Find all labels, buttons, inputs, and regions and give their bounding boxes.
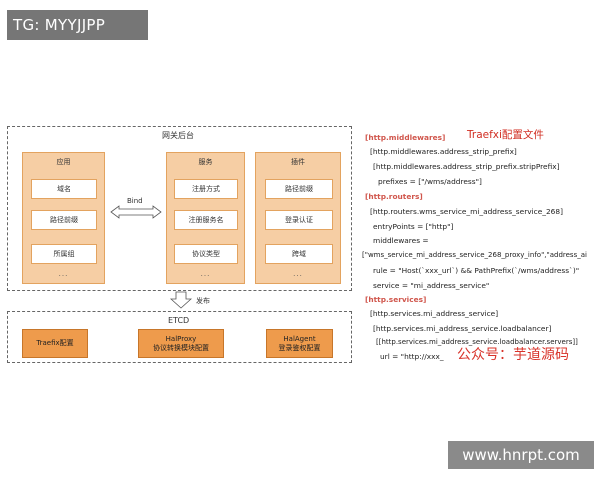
app-more: ...	[58, 270, 69, 278]
bind-label: Bind	[127, 197, 143, 205]
panel-app-title: 应用	[56, 158, 71, 166]
etcd-title: ETCD	[168, 316, 190, 325]
config-line-rt3: middlewares =	[373, 236, 429, 245]
watermark-bottom-right: www.hnrpt.com	[448, 441, 594, 469]
config-line-mw1: [http.middlewares.address_strip_prefix]	[370, 147, 517, 156]
config-line-mw2: [http.middlewares.address_strip_prefix.s…	[373, 162, 560, 171]
panel-plugin-title: 插件	[291, 158, 305, 166]
config-title: Traefxi配置文件	[467, 129, 544, 141]
config-line-sv2: [http.services.mi_address_service.loadba…	[373, 324, 552, 333]
plugin-item-cors: 跨域	[265, 244, 333, 264]
panel-plugin: 插件 路径前缀 登录认证 跨域 ...	[255, 152, 341, 284]
etcd-box-halagent-line1: HalAgent	[283, 334, 316, 343]
config-line-rt1: [http.routers.wms_service_mi_address_ser…	[370, 207, 563, 216]
config-line-rt5: rule = "Host(`xxx_url`) && PathPrefix(`/…	[373, 266, 580, 275]
wechat-stamp: 公众号：芋道源码	[457, 347, 569, 363]
config-line-sv1: [http.services.mi_address_service]	[370, 309, 499, 318]
etcd-box-traefix-line1: Traefix配置	[36, 339, 74, 347]
panel-service-title: 服务	[198, 158, 213, 166]
plugin-more: ...	[293, 270, 303, 278]
service-item-register-name: 注册服务名	[174, 210, 238, 230]
etcd-container	[7, 311, 352, 363]
etcd-box-traefix: Traefix配置	[22, 329, 88, 358]
panel-service: 服务 注册方式 注册服务名 协议类型 ...	[166, 152, 245, 284]
publish-label: 发布	[196, 297, 210, 305]
panel-app: 应用 域名 路径前缀 所属组 ...	[22, 152, 105, 284]
config-line-sv4: url = "http://xxx_	[380, 352, 444, 361]
config-line-rt2: entryPoints = ["http"]	[373, 222, 454, 231]
etcd-box-halproxy: HalProxy 协议转换模块配置	[138, 329, 224, 358]
config-section-routers: [http.routers]	[365, 192, 423, 201]
plugin-item-login-auth: 登录认证	[265, 210, 333, 230]
service-more: ...	[200, 270, 211, 278]
etcd-box-halagent: HalAgent 登录鉴权配置	[266, 329, 333, 358]
config-line-rt6: service = "mi_address_service"	[373, 281, 490, 290]
plugin-item-path-prefix: 路径前缀	[265, 179, 333, 199]
etcd-box-halagent-line2: 登录鉴权配置	[278, 343, 321, 352]
etcd-box-halproxy-line2: 协议转换模块配置	[153, 343, 209, 352]
config-line-mw3: prefixes = ["/wms/address"]	[378, 177, 482, 186]
config-line-sv3: [[http.services.mi_address_service.loadb…	[376, 338, 578, 346]
config-section-services: [http.services]	[365, 295, 427, 304]
app-item-domain: 域名	[31, 179, 97, 199]
watermark-top-left: TG: MYYJJPP	[7, 10, 148, 40]
service-item-register-method: 注册方式	[174, 179, 238, 199]
gateway-title: 网关后台	[162, 131, 194, 140]
publish-arrow-icon	[170, 291, 192, 309]
config-line-rt4: ["wms_service_mi_address_service_268_pro…	[362, 251, 587, 259]
gateway-container	[7, 126, 352, 291]
app-item-group: 所属组	[31, 244, 97, 264]
etcd-box-halproxy-line1: HalProxy	[165, 334, 197, 343]
service-item-protocol: 协议类型	[174, 244, 238, 264]
config-section-middlewares: [http.middlewares]	[365, 133, 446, 142]
app-item-path-prefix: 路径前缀	[31, 210, 97, 230]
bind-arrow-icon	[110, 205, 162, 219]
